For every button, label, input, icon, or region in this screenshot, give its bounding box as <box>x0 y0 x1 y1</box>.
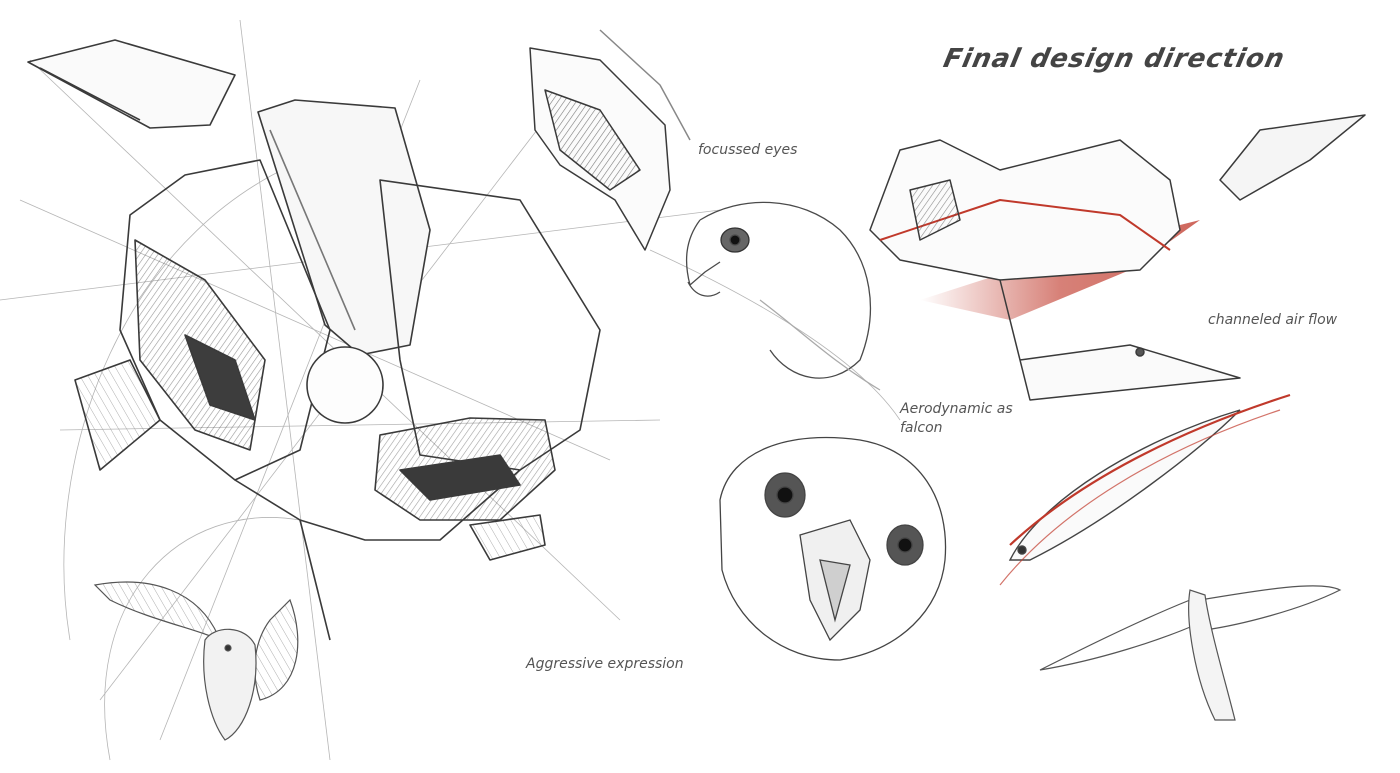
flying-bird-left-sketch <box>93 581 299 741</box>
eye-detail-sketch <box>529 29 691 251</box>
streamlined-falcon-sketch <box>999 393 1291 586</box>
annotation-channeled-air-flow: channeled air flow <box>1208 312 1338 328</box>
annotation-aggressive-expression: Aggressive expression <box>526 656 684 672</box>
flying-bird-right-sketch <box>1039 585 1342 721</box>
page-title: Final design direction <box>940 44 1288 74</box>
falcon-front-sketch <box>719 436 947 661</box>
annotation-aerodynamic-line1: Aerodynamic as <box>900 401 1013 417</box>
helmet-side-view-sketch <box>869 114 1366 401</box>
annotation-focussed-eyes: focussed eyes <box>698 142 798 158</box>
helmet-front-sketch <box>27 39 601 641</box>
annotation-aerodynamic-line2: falcon <box>900 420 943 436</box>
annotation-aerodynamic: Aerodynamic as falcon <box>900 400 1013 438</box>
falcon-profile-sketch <box>685 201 881 391</box>
